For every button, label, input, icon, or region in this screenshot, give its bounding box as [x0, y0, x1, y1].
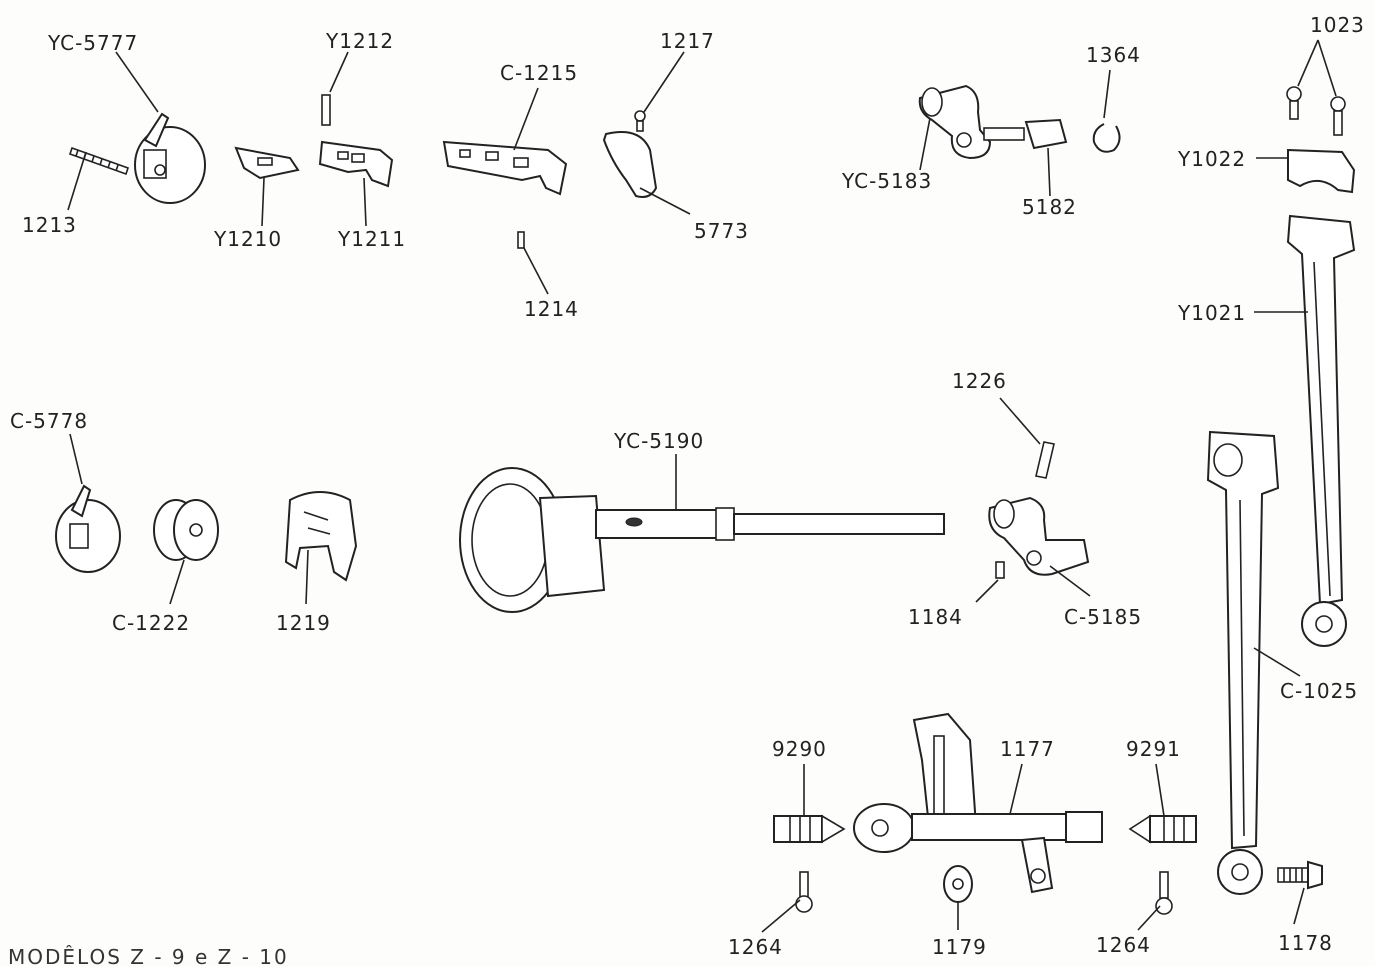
part-c5778-bobbin-case — [55, 484, 121, 573]
label-1264-right: 1264 — [1096, 933, 1151, 957]
label-c5778: C-5778 — [10, 409, 88, 433]
label-y1022: Y1022 — [1177, 147, 1246, 171]
label-yc5777: YC-5777 — [47, 31, 138, 55]
part-y1021-rod — [1286, 214, 1356, 647]
part-y1211-bracket — [318, 140, 394, 188]
footer-models: MODÊLOS Z - 9 e Z - 10 — [8, 945, 289, 966]
part-1214-screw — [517, 231, 525, 249]
leader-lines — [67, 39, 1337, 933]
part-1217-screw — [634, 110, 646, 132]
part-c5185-crank — [988, 496, 1090, 576]
label-yc5190: YC-5190 — [613, 429, 704, 453]
label-5182: 5182 — [1022, 195, 1077, 219]
part-9290-bushing — [773, 814, 846, 844]
part-5182-block — [1024, 118, 1068, 150]
part-c1222-bobbin — [153, 499, 219, 561]
part-1264-screw-right — [1155, 871, 1173, 915]
label-1213: 1213 — [22, 213, 77, 237]
label-1178: 1178 — [1278, 931, 1333, 955]
label-1217: 1217 — [660, 29, 715, 53]
label-y1210: Y1210 — [213, 227, 282, 251]
part-yc5190-hook-shaft — [459, 467, 945, 613]
label-9291: 9291 — [1126, 737, 1181, 761]
label-9290: 9290 — [772, 737, 827, 761]
part-1219-guard — [284, 491, 358, 582]
label-5773: 5773 — [694, 219, 749, 243]
part-y1210-plate — [234, 146, 300, 180]
label-1364: 1364 — [1086, 43, 1141, 67]
part-1184-screw — [995, 561, 1005, 579]
part-1264-screw-left — [795, 871, 813, 913]
label-y1211: Y1211 — [337, 227, 406, 251]
part-1177-shaft — [853, 712, 1103, 894]
part-yc5777-bobbin-case — [134, 112, 206, 204]
label-c1025: C-1025 — [1280, 679, 1358, 703]
label-1214: 1214 — [524, 297, 579, 321]
part-1023-screws — [1286, 86, 1346, 136]
label-c1215: C-1215 — [500, 61, 578, 85]
part-y1212-pin — [321, 94, 331, 126]
label-1184: 1184 — [908, 605, 963, 629]
part-1179-nut — [943, 865, 973, 903]
label-yc5183: YC-5183 — [841, 169, 932, 193]
part-9291-bushing — [1128, 814, 1197, 844]
label-1179: 1179 — [932, 935, 987, 959]
part-y1022-cap — [1287, 148, 1356, 194]
part-5773-guard — [602, 131, 658, 198]
part-1364-ring — [1092, 123, 1121, 153]
part-1226-pin — [1035, 441, 1055, 479]
label-1023: 1023 — [1310, 13, 1365, 37]
part-1213-screw — [68, 146, 130, 176]
part-1178-screw — [1277, 860, 1323, 890]
part-yc5183-crank — [918, 84, 1025, 160]
label-1226: 1226 — [952, 369, 1007, 393]
label-y1021: Y1021 — [1177, 301, 1246, 325]
label-y1212: Y1212 — [325, 29, 394, 53]
label-1264-left: 1264 — [728, 935, 783, 959]
label-c5185: C-5185 — [1064, 605, 1142, 629]
label-c1222: C-1222 — [112, 611, 190, 635]
part-c1025-rod — [1206, 430, 1280, 895]
label-1219: 1219 — [276, 611, 331, 635]
part-c1215-bracket — [442, 140, 568, 196]
label-1177: 1177 — [1000, 737, 1055, 761]
part-labels: YC-5777 Y1212 C-1215 1217 1364 1023 1213… — [10, 13, 1365, 959]
